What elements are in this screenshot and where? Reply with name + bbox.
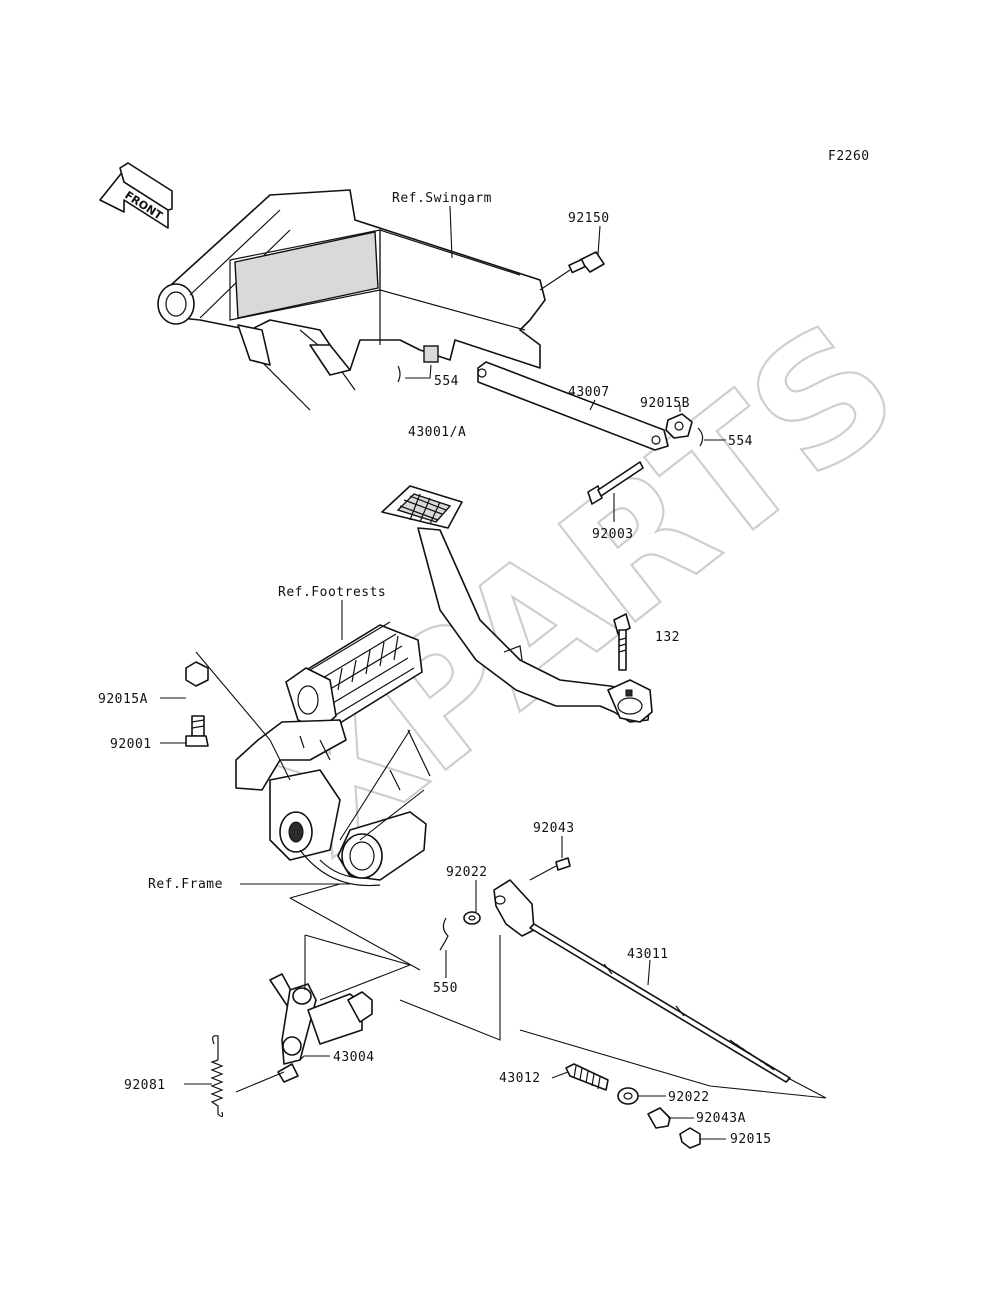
brake-pedal-43001a	[381, 485, 653, 723]
label-43011: 43011	[627, 947, 669, 962]
lever-43004	[269, 934, 412, 1083]
bolt-132	[613, 613, 631, 671]
frame-bracket	[299, 729, 431, 887]
cotter-pin-554-upper	[397, 345, 439, 383]
pin-92043	[529, 836, 571, 881]
nut-92015	[679, 1127, 726, 1149]
label-43012: 43012	[499, 1071, 541, 1086]
label-550: 550	[433, 981, 458, 996]
washer-92022-upper	[463, 880, 481, 925]
footrest	[235, 621, 423, 861]
spring-43012	[551, 1063, 609, 1091]
label-92015b: 92015B	[640, 396, 690, 411]
brake-rod-43011	[519, 923, 827, 1099]
label-92015: 92015	[730, 1132, 772, 1147]
brake-rod-clevis	[399, 879, 535, 1041]
tie-rod-43007	[477, 361, 669, 451]
bolt-92150	[539, 225, 605, 291]
label-92015a: 92015A	[98, 692, 148, 707]
label-ref-frame: Ref.Frame	[148, 877, 223, 892]
nut-92015b	[665, 405, 693, 439]
label-92150: 92150	[568, 211, 610, 226]
bolt-92001	[160, 715, 209, 747]
figure-code: F2260	[828, 149, 870, 164]
label-ref-footrests: Ref.Footrests	[278, 585, 386, 600]
spring-92081	[184, 1035, 285, 1118]
leader-ref-swingarm	[449, 205, 453, 259]
label-92081: 92081	[124, 1078, 166, 1093]
cotter-pin-554-right	[697, 427, 726, 447]
label-43004: 43004	[333, 1050, 375, 1065]
label-ref-swingarm: Ref.Swingarm	[392, 191, 492, 206]
leader-ref-frame	[240, 883, 421, 971]
label-554-upper: 554	[434, 374, 459, 389]
front-arrow-icon: FRONT	[99, 162, 173, 229]
label-92043: 92043	[533, 821, 575, 836]
label-554-right: 554	[728, 434, 753, 449]
label-43007: 43007	[568, 385, 610, 400]
label-132: 132	[655, 630, 680, 645]
label-92043a: 92043A	[696, 1111, 746, 1126]
label-92022-lower: 92022	[668, 1090, 710, 1105]
swingarm	[157, 189, 546, 411]
nut-92015a	[160, 661, 209, 699]
leader-92015a-92001	[195, 651, 291, 781]
label-92001: 92001	[110, 737, 152, 752]
label-92022-upper: 92022	[446, 865, 488, 880]
washer-92022-lower	[617, 1087, 666, 1105]
label-92003: 92003	[592, 527, 634, 542]
bolt-92003	[587, 461, 644, 522]
clip-550	[439, 917, 449, 978]
label-43001a: 43001/A	[408, 425, 466, 440]
joint-92043a	[647, 1107, 694, 1129]
